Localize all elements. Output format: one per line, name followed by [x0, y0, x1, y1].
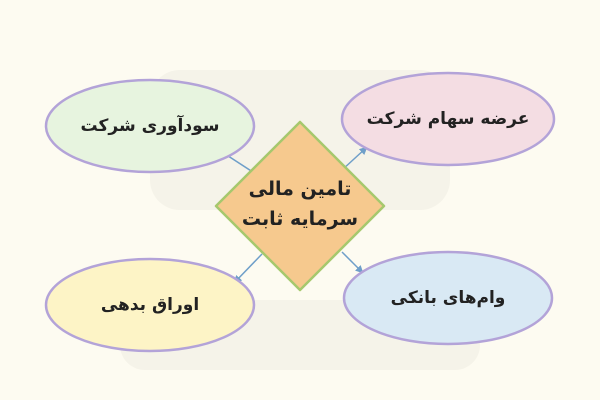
node-bottom-right-ellipse	[342, 250, 554, 346]
center-label-line1: تامین مالی	[248, 178, 352, 200]
node-top-left-ellipse	[44, 78, 256, 174]
node-top-right-label: عرضه سهام شرکت	[366, 109, 530, 129]
connector-bottom-left	[233, 253, 263, 284]
node-bottom-left-ellipse	[44, 257, 256, 353]
center-label-line2: سرمایه ثابت	[241, 208, 359, 230]
node-bottom-right-label: وام‌های بانکی	[390, 288, 506, 308]
center-diamond	[214, 120, 386, 292]
connector-bottom-right	[341, 251, 364, 274]
node-top-right-ellipse	[340, 71, 556, 167]
node-top-left-label: سودآوری شرکت	[80, 116, 220, 136]
node-bottom-left-label: اوراق بدهی	[100, 295, 200, 315]
center-label: تامین مالی سرمایه ثابت	[242, 174, 358, 234]
